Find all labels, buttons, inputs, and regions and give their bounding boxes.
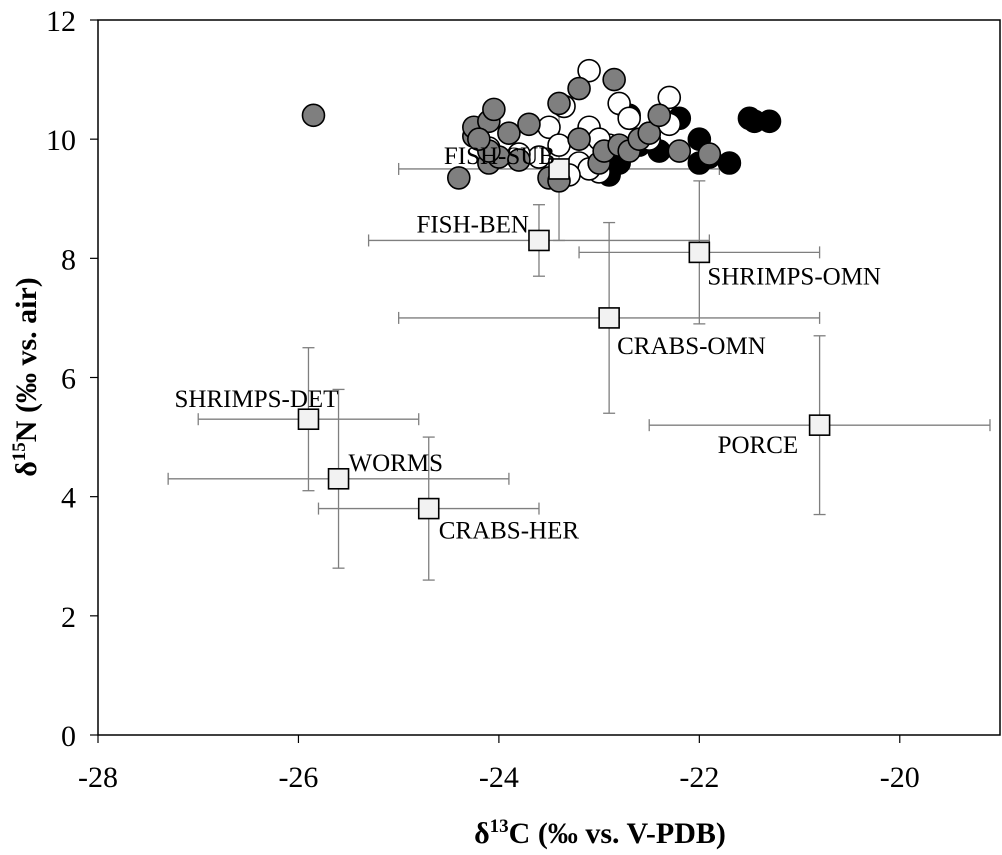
source-label: CRABS-HER: [439, 518, 580, 545]
x-tick-label: -22: [679, 761, 719, 794]
y-axis-title-sup: 15: [9, 442, 30, 461]
source-marker: [528, 229, 550, 252]
source-marker: [598, 307, 620, 329]
y-axis-ticks: 0 2 4 6 8 10 12: [46, 5, 98, 753]
grey-circle-point: [637, 121, 662, 146]
black-circle-point: [757, 109, 782, 134]
source-marker: [808, 414, 831, 436]
white-circle-point: [657, 85, 682, 110]
source-marker: [297, 408, 320, 431]
x-axis-title-sup: 13: [490, 816, 509, 837]
source-marker: [688, 241, 711, 264]
y-tick-label: 0: [61, 720, 76, 753]
grey-circle-point: [467, 127, 491, 151]
y-tick-label: 10: [46, 124, 76, 157]
x-tick-label: -20: [880, 761, 920, 794]
grey-circle-point: [482, 97, 506, 122]
y-tick-label: 6: [61, 363, 76, 396]
grey-circle-point: [497, 121, 521, 146]
source-markers: [297, 158, 831, 520]
x-axis-title-prefix: δ: [474, 817, 490, 850]
source-label: FISH-SUB: [444, 143, 555, 170]
y-tick-label: 4: [61, 482, 76, 515]
y-tick-label: 12: [46, 5, 76, 38]
grey-circle-point: [647, 103, 672, 128]
grey-circle-point: [567, 76, 591, 101]
grey-circle-point: [517, 112, 541, 137]
source-label: SHRIMPS-OMN: [707, 263, 881, 290]
grey-circle-point: [697, 142, 722, 166]
grey-circle-point: [446, 166, 471, 190]
grey-circle-point: [602, 67, 626, 92]
grey-circle-point: [301, 103, 326, 128]
grey-circle-point: [547, 91, 571, 116]
source-labels: FISH-SUB FISH-BEN SHRIMPS-OMN CRABS-OMN PORC…: [175, 143, 881, 545]
black-circle-point: [717, 151, 742, 175]
y-tick-label: 2: [61, 601, 76, 634]
x-axis-title: δ13C (‰ vs. V-PDB): [474, 816, 726, 850]
data-points: [301, 58, 782, 193]
x-tick-label: -28: [78, 761, 118, 794]
source-label: PORCE: [718, 432, 799, 459]
source-label: SHRIMPS-DET: [175, 386, 339, 413]
white-circle-point: [577, 58, 601, 83]
grey-circle-point: [507, 148, 531, 172]
x-tick-label: -26: [278, 761, 318, 794]
source-label: WORMS: [349, 450, 443, 477]
source-marker: [548, 158, 570, 180]
grey-circle-point: [667, 139, 692, 163]
x-tick-label: -24: [479, 761, 519, 794]
y-axis-title-prefix: δ: [10, 461, 43, 477]
y-axis-title: δ15N (‰ vs. air): [9, 277, 43, 477]
x-axis-ticks: -28 -26 -24 -22 -20: [78, 735, 920, 794]
white-circle-point: [617, 106, 641, 131]
grey-circle-point: [567, 127, 591, 151]
source-label: CRABS-OMN: [617, 333, 766, 360]
x-axis-title-rest: C (‰ vs. V-PDB): [509, 817, 726, 850]
y-tick-label: 8: [61, 243, 76, 276]
source-marker: [327, 467, 350, 490]
source-marker: [417, 497, 440, 520]
source-label: FISH-BEN: [416, 211, 529, 238]
y-axis-title-rest: N (‰ vs. air): [10, 277, 43, 442]
